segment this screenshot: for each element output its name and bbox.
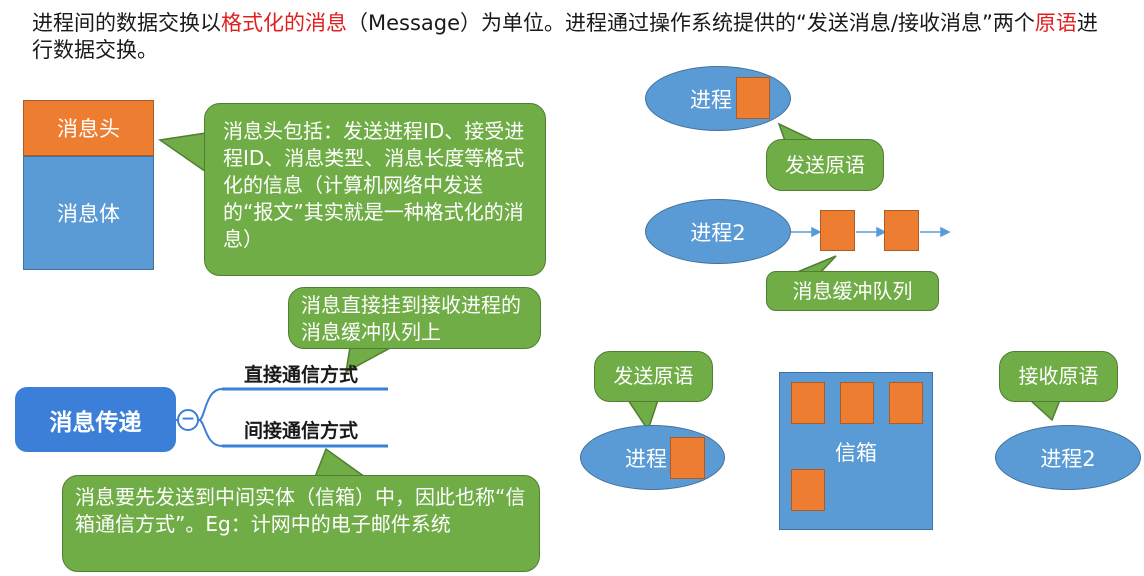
mindmap-topic-message-passing[interactable]: 消息传递 (15, 387, 176, 452)
process-receiver-direct: 进程2 (645, 199, 791, 264)
process-sender-indirect-label: 进程 (625, 446, 667, 471)
intro-text-1: 进程间的数据交换以 (32, 11, 221, 35)
callout-tail-recv (1028, 399, 1062, 422)
callout-tail-indirect (313, 447, 368, 478)
callout-tail-header (158, 132, 207, 174)
message-square-sender-indirect (670, 437, 705, 479)
mailbox-message-4 (791, 469, 825, 511)
queue-message-1 (820, 210, 855, 251)
process-receiver-indirect: 进程2 (995, 425, 1141, 490)
intro-highlight-formatted-message: 格式化的消息 (221, 11, 347, 35)
send-primitive-direct: 发送原语 (766, 139, 884, 191)
callout-header-description: 消息头包括：发送进程ID、接受进程ID、消息类型、消息长度等格式化的信息（计算机… (204, 103, 546, 276)
collapse-icon[interactable]: − (177, 409, 199, 431)
queue-message-2 (884, 210, 919, 251)
intro-text-3: 进行数据交换。 (32, 11, 1098, 62)
branch-indirect-communication[interactable]: 间接通信方式 (244, 420, 359, 442)
callout-direct-description: 消息直接挂到接收进程的消息缓冲队列上 (288, 287, 541, 349)
callout-indirect-description: 消息要先发送到中间实体（信箱）中，因此也称“信箱通信方式”。Eg：计网中的电子邮… (62, 475, 540, 572)
intro-highlight-primitive: 原语 (1034, 11, 1077, 35)
message-body-block: 消息体 (23, 156, 154, 270)
mailbox-message-1 (791, 382, 825, 424)
intro-text-2: （Message）为单位。进程通过操作系统提供的“发送消息/接收消息”两个 (347, 11, 1035, 35)
message-square-sender-direct (736, 77, 770, 119)
queue-arrows (791, 226, 951, 238)
mailbox-message-3 (889, 382, 923, 424)
intro-paragraph: 进程间的数据交换以格式化的消息（Message）为单位。进程通过操作系统提供的“… (32, 10, 1112, 64)
receive-primitive-indirect: 接收原语 (999, 351, 1118, 402)
mailbox-label: 信箱 (835, 441, 877, 465)
message-buffer-queue-label: 消息缓冲队列 (766, 271, 939, 311)
message-header-block: 消息头 (23, 100, 154, 156)
mindmap-branches (198, 388, 388, 447)
mailbox-message-2 (840, 382, 874, 424)
send-primitive-indirect: 发送原语 (594, 351, 713, 402)
branch-direct-communication[interactable]: 直接通信方式 (244, 364, 359, 386)
process-sender-direct-label: 进程 (690, 87, 732, 112)
